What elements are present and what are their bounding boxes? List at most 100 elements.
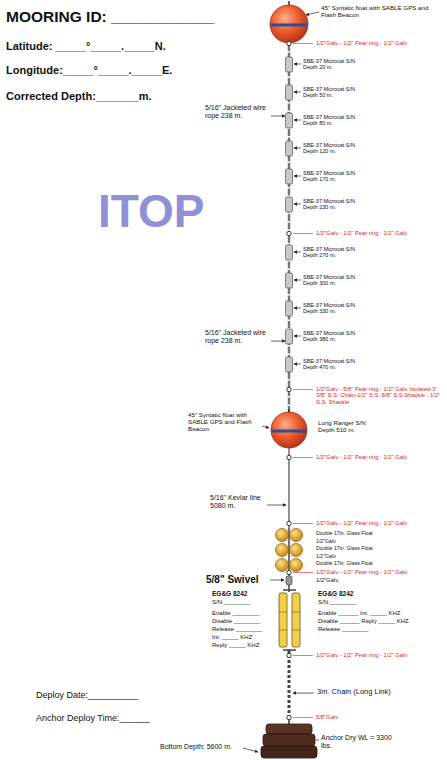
release-label: EG&G 8242	[212, 590, 247, 597]
instrument-label: SBE-37 Microcat S/N Depth 270 m.	[303, 246, 355, 258]
instrument-label: Long Ranger S/N Depth 510 m.	[318, 420, 378, 434]
form-field: Latitude: _____°_____._____N.	[6, 40, 166, 52]
leader-line	[294, 280, 301, 281]
leader-line	[243, 748, 258, 752]
release-band	[292, 612, 300, 613]
leader-line	[293, 655, 313, 656]
anchor-label: Anchor Dry WL = 3300 lbs.	[321, 734, 401, 750]
form-field: Deploy Date:__________	[36, 690, 138, 700]
long-link-chain	[288, 650, 291, 716]
release-field: Enable ________	[212, 610, 259, 617]
release-field: Disable ________	[212, 618, 260, 625]
release-field: Enable ______ Int. _____ KHZ	[318, 610, 400, 617]
release-band	[279, 630, 287, 631]
leader-line	[294, 176, 301, 177]
hardware-note: 5/8"Galv	[316, 714, 338, 720]
swivel-label: 5/8" Swivel	[206, 574, 259, 585]
instrument-label: SBE-37 Microcat S/N Depth 470 m.	[303, 358, 355, 370]
depth-label: Bottom Depth: 5600 m.	[160, 743, 244, 751]
shackle	[287, 653, 291, 657]
glass-float	[276, 544, 289, 557]
release-band	[279, 612, 287, 613]
release-bar	[283, 649, 296, 651]
shackle	[287, 455, 291, 459]
leader-line	[293, 389, 313, 390]
instrument-label: SBE-37 Microcat S/N Depth 80 m.	[303, 114, 355, 126]
hardware-note: 1/2"Galv.	[316, 577, 339, 583]
instrument-label: SBE-37 Microcat S/N Depth 330 m.	[303, 302, 355, 314]
release-field: S/N:________	[212, 599, 250, 606]
leader-line	[294, 364, 301, 365]
hardware-note: 1/2"Galv	[316, 554, 336, 560]
syntactic-float	[271, 412, 307, 448]
microcat-instrument	[286, 169, 293, 184]
leader-line	[294, 204, 301, 205]
swivel	[286, 576, 292, 585]
instrument-label: SBE-37 Microcat S/N Depth 50 m.	[303, 86, 355, 98]
leader-line	[270, 580, 284, 581]
release-field: Release ________	[318, 626, 368, 633]
release-field: Int. _____ KHZ	[212, 634, 252, 641]
jacketed-wire-rope	[288, 236, 291, 410]
leader-line	[294, 120, 301, 121]
leader-line	[262, 426, 269, 428]
instrument-label: SBE-37 Microcat S/N Depth 120 m.	[303, 142, 355, 154]
glass-floats	[276, 529, 303, 572]
leader-line	[294, 308, 301, 309]
hardware-note: 1/2"Galv - 1/2" Pear ring - 1/2" Galv.	[316, 569, 408, 575]
float-note: Double 17in. Glass Float	[316, 546, 373, 552]
instrument-label: SBE-37 Microcat S/N Depth 170 m.	[303, 170, 355, 182]
microcat-instrument	[286, 357, 293, 372]
leader-line	[316, 740, 319, 741]
release-field: Disable ______ Reply _____ KHZ	[318, 618, 409, 625]
anchor-weight	[261, 746, 317, 758]
instrument-label: SBE-37 Microcat S/N Depth 380 m.	[303, 330, 355, 342]
line-label: 5/16" Jacketed wire rope 238 m.	[205, 329, 269, 345]
hardware-note: 1/2"Galv - 1/2" Pear ring - 1/2" Galv	[316, 230, 407, 236]
float-band	[272, 430, 307, 433]
shackle	[287, 570, 291, 574]
form-field: Anchor Deploy Time:______	[36, 713, 150, 723]
anchor	[261, 724, 317, 758]
leader-line	[293, 233, 313, 234]
leader-line	[271, 341, 285, 342]
line-label: 5/16" Jacketed wire rope 238 m.	[205, 104, 269, 120]
leader-line	[294, 148, 301, 149]
leader-line	[293, 693, 314, 694]
line-label: 5/16" Kevlar line 5080 m.	[210, 494, 266, 510]
form-field: Longitude:_____°_____._____E.	[6, 64, 172, 76]
release-field: Reply _____ KHZ	[212, 642, 259, 649]
instrument-label: SBE-37 Microcat S/N Depth 20 m.	[303, 58, 355, 70]
anchor-weight	[263, 734, 315, 746]
anchor-weight	[266, 724, 312, 734]
glass-float	[290, 544, 303, 557]
microcat-instrument	[286, 113, 293, 128]
hardware-note: 1/2"Galv - 1/2" Pear ring - 1/2" Galv	[316, 40, 407, 46]
leader-line	[267, 505, 286, 506]
beacon-antenna	[288, 409, 290, 412]
float-note: Double 17in. Glass Float	[316, 531, 373, 537]
leader-line	[306, 12, 319, 15]
form-field: Corrected Depth:_______m.	[6, 90, 152, 102]
hardware-note: 1/2"Galv	[316, 539, 336, 545]
hardware-note: 1/2"Galv - 5/8" Pear ring - 1/2" Galv. I…	[316, 386, 442, 405]
release-field: S/N:________	[318, 599, 356, 606]
release-label: EG&G 8242	[318, 590, 353, 597]
float-band	[271, 24, 308, 27]
instrument-label: SBE-37 Microcat S/N Depth 230 m.	[303, 198, 355, 210]
microcat-instrument	[286, 57, 293, 72]
leader-line	[294, 64, 301, 65]
leader-line	[293, 523, 313, 524]
microcat-instrument	[286, 197, 293, 212]
microcat-instrument	[286, 85, 293, 100]
float-label: 45" Syntatic float with SABLE GPS and Fl…	[321, 5, 431, 19]
instrument-label: SBE-37 Microcat S/N Depth 300 m.	[303, 274, 355, 286]
watermark: ITOP	[98, 186, 205, 238]
leader-line	[294, 336, 301, 337]
shackle	[287, 231, 291, 235]
release-bar	[283, 589, 296, 591]
microcat-instrument	[286, 273, 293, 288]
float-note: Double 17in. Glass Float	[316, 561, 373, 567]
leader-line	[294, 252, 301, 253]
